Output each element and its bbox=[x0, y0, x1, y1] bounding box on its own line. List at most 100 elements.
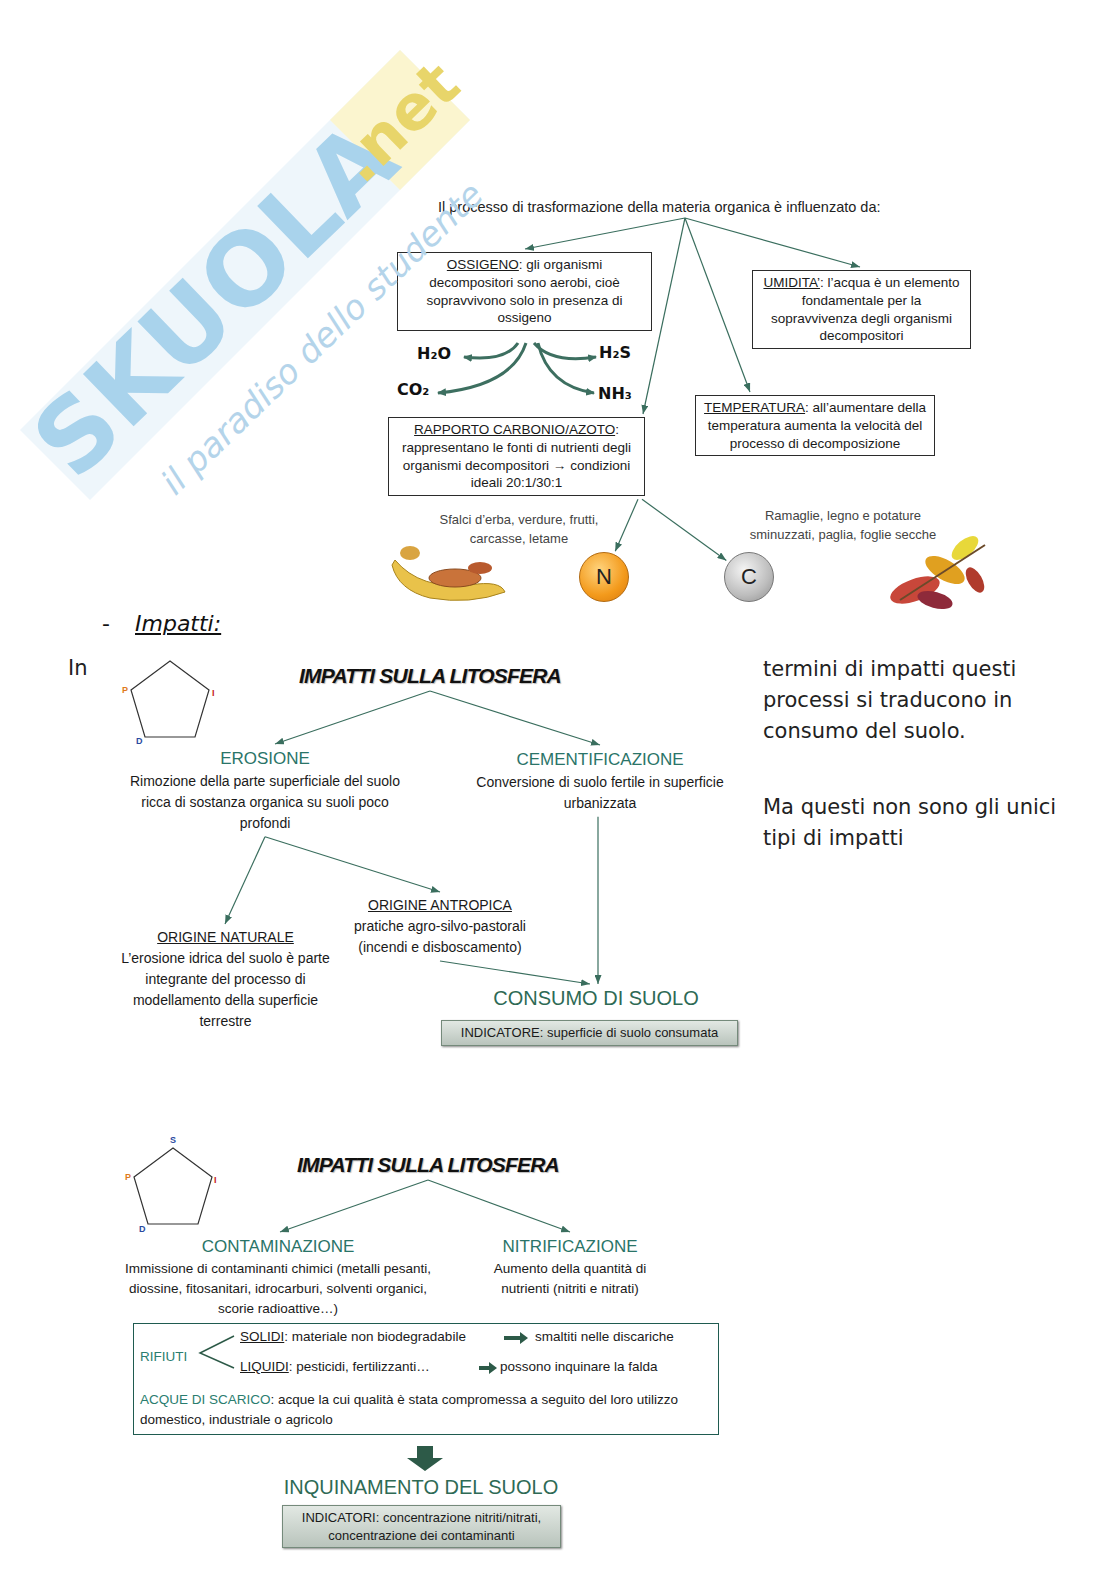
bracket bbox=[200, 1336, 234, 1368]
box-text: : materiale non biodegradabile bbox=[284, 1329, 466, 1344]
node-heading: INQUINAMENTO DEL SUOLO bbox=[284, 1476, 559, 1498]
node-heading: ORIGINE NATURALE bbox=[113, 927, 338, 948]
scrap bbox=[468, 562, 492, 574]
text-line: SOLIDI: materiale non biodegradabile bbox=[240, 1329, 466, 1344]
box-text: SOLIDI bbox=[240, 1329, 284, 1344]
node-heading: N bbox=[596, 564, 612, 590]
indicator-box: INDICATORI: concentrazione nitriti/nitra… bbox=[282, 1505, 561, 1548]
factor-box: UMIDITA’: l’acqua è un elemento fondamen… bbox=[752, 270, 971, 349]
dpsir-pentagon bbox=[131, 661, 209, 737]
node-body: Rimozione della parte superficiale del s… bbox=[120, 771, 410, 834]
leaf bbox=[916, 588, 955, 613]
dpsir-letter: P bbox=[122, 685, 128, 695]
factor-box: OSSIGENO: gli organismi decompositori so… bbox=[397, 252, 652, 331]
node-heading: CEMENTIFICAZIONE bbox=[470, 748, 730, 772]
block-arrow bbox=[407, 1446, 443, 1471]
dpsir-letter: I bbox=[212, 688, 215, 698]
scrap bbox=[400, 546, 420, 560]
node-heading: INDICATORI: concentrazione nitriti/nitra… bbox=[302, 1510, 541, 1543]
node-body: Conversione di suolo fertile in superfic… bbox=[470, 772, 730, 814]
connector-arrow bbox=[685, 218, 750, 392]
formula: H₂O bbox=[417, 344, 451, 363]
connector-arrow bbox=[597, 817, 598, 984]
node-heading: CONSUMO DI SUOLO bbox=[493, 987, 699, 1009]
node-body: Immissione di contaminanti chimici (meta… bbox=[118, 1259, 438, 1320]
box-text: smaltiti nelle discariche bbox=[535, 1329, 674, 1344]
connector-arrow bbox=[280, 1180, 428, 1232]
dpsir-letter: D bbox=[139, 1224, 146, 1234]
node-heading: NITRIFICAZIONE bbox=[470, 1235, 670, 1259]
origin-group: ORIGINE NATURALEL’erosione idrica del su… bbox=[113, 927, 338, 1032]
box-text: ACQUE DI SCARICO bbox=[140, 1392, 271, 1407]
formula: CO₂ bbox=[397, 380, 429, 399]
text-line: smaltiti nelle discariche bbox=[535, 1329, 674, 1344]
connector-arrow bbox=[428, 1180, 570, 1232]
gas-arrow bbox=[438, 343, 526, 393]
gas-arrow bbox=[464, 343, 518, 358]
leaf bbox=[948, 532, 983, 565]
bullet: - bbox=[102, 611, 110, 636]
impact-group: CONTAMINAZIONEImmissione di contaminanti… bbox=[118, 1235, 438, 1320]
node-heading: ORIGINE ANTROPICA bbox=[330, 895, 550, 916]
material-note: Sfalci d’erba, verdure, frutti, carcasse… bbox=[419, 511, 619, 549]
node-heading: C bbox=[741, 564, 757, 590]
node-heading: RAPPORTO CARBONIO/AZOTO bbox=[414, 422, 615, 437]
result-heading: CONSUMO DI SUOLO bbox=[493, 987, 699, 1010]
dpsir-letter: I bbox=[214, 1175, 217, 1185]
node-heading: TEMPERATURA bbox=[704, 400, 805, 415]
dpsir-letter: S bbox=[170, 1135, 176, 1145]
node-heading: INDICATORE: superficie di suolo consumat… bbox=[461, 1025, 718, 1040]
node-body: L’erosione idrica del suolo è parte inte… bbox=[113, 948, 338, 1032]
gas-arrows bbox=[438, 343, 596, 393]
dpsir-letter: D bbox=[136, 736, 143, 746]
waste-box: RIFIUTI SOLIDI: materiale non biodegradab… bbox=[133, 1323, 719, 1435]
formula: H₂S bbox=[599, 343, 631, 362]
body-text: Ma questi non sono gli unici tipi di imp… bbox=[763, 792, 1058, 854]
impact-title: IMPATTI SULLA LITOSFERA bbox=[297, 1153, 559, 1177]
nitrogen-circle: N bbox=[579, 552, 629, 602]
twig bbox=[900, 545, 985, 600]
text-line: LIQUIDI: pesticidi, fertilizzanti… bbox=[240, 1359, 430, 1374]
food-scraps-picture bbox=[392, 546, 505, 600]
node-heading: UMIDITA’ bbox=[763, 275, 820, 290]
indicator-box: INDICATORE: superficie di suolo consumat… bbox=[441, 1020, 738, 1046]
box-text: LIQUIDI bbox=[240, 1359, 289, 1374]
node-heading: IMPATTI SULLA LITOSFERA bbox=[299, 664, 561, 687]
connector-arrow bbox=[685, 218, 860, 267]
connector-arrow bbox=[440, 961, 590, 984]
connector-arrow bbox=[642, 499, 726, 560]
dpsir-letter: P bbox=[125, 1172, 131, 1182]
connector-arrow bbox=[615, 499, 638, 551]
node-heading: CONTAMINAZIONE bbox=[118, 1235, 438, 1259]
dpsir-pentagon bbox=[134, 1148, 212, 1224]
node-heading: EROSIONE bbox=[120, 747, 410, 771]
origin-group: ORIGINE ANTROPICApratiche agro-silvo-pas… bbox=[330, 895, 550, 958]
impact-title: IMPATTI SULLA LITOSFERA bbox=[299, 664, 561, 688]
factor-header: Il processo di trasformazione della mate… bbox=[438, 199, 881, 215]
carbon-circle: C bbox=[724, 552, 774, 602]
box-text: : pesticidi, fertilizzanti… bbox=[289, 1359, 430, 1374]
result-heading: INQUINAMENTO DEL SUOLO bbox=[284, 1476, 559, 1499]
box-text: possono inquinare la falda bbox=[500, 1359, 658, 1374]
leaf bbox=[962, 564, 988, 595]
arrow-symbol bbox=[504, 1332, 528, 1344]
section-heading: Impatti: bbox=[135, 611, 221, 636]
text-line: possono inquinare la falda bbox=[500, 1359, 658, 1374]
node-body: pratiche agro-silvo-pastorali (incendi e… bbox=[330, 916, 550, 958]
body-text: In bbox=[68, 656, 88, 680]
connector-arrow bbox=[275, 691, 430, 744]
connector-arrow bbox=[430, 691, 600, 745]
impact-group: NITRIFICAZIONEAumento della quantità di … bbox=[470, 1235, 670, 1299]
node-heading: IMPATTI SULLA LITOSFERA bbox=[297, 1153, 559, 1176]
factor-box: RAPPORTO CARBONIO/AZOTO: rappresentano l… bbox=[388, 417, 645, 496]
node-heading: OSSIGENO bbox=[447, 257, 519, 272]
factor-box: TEMPERATURA: all’aumentare della tempera… bbox=[695, 395, 935, 456]
banana-peel bbox=[392, 560, 505, 600]
body-text: termini di impatti questi processi si tr… bbox=[763, 654, 1058, 747]
connector-arrow bbox=[265, 837, 440, 892]
node-heading: Il processo di trasformazione della mate… bbox=[438, 199, 881, 215]
box-text: RIFIUTI bbox=[140, 1349, 187, 1364]
gas-arrow bbox=[538, 343, 594, 393]
